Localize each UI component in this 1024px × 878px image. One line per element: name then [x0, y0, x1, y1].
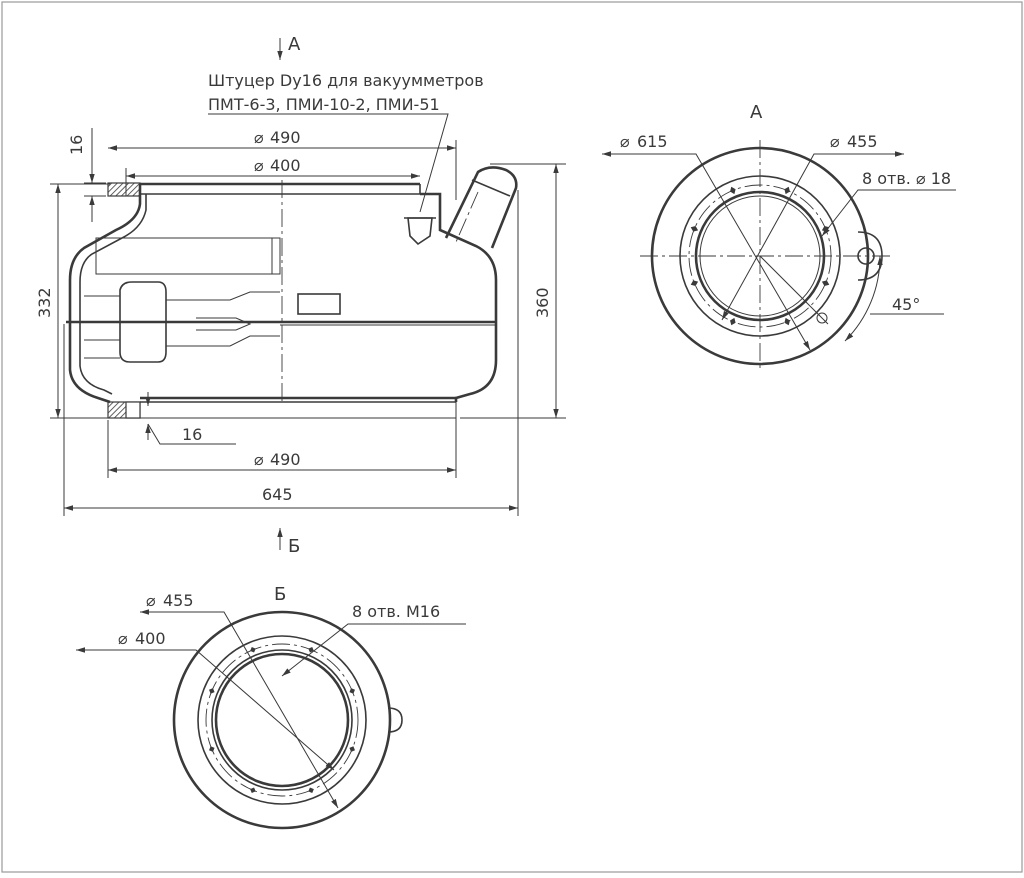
view-a-45-arc	[844, 255, 883, 342]
view-a-dim-615: 615	[637, 132, 668, 151]
dim-top-400-dia-sign: ⌀	[254, 156, 264, 175]
dim-overall-645: 645	[262, 485, 293, 504]
dim-top-490: 490	[270, 128, 301, 147]
view-b-hole	[209, 688, 215, 694]
nozzle-flange	[471, 179, 511, 197]
dim-top-16: 16	[67, 135, 86, 155]
view-b-dim-455: 455	[163, 591, 194, 610]
view-b-lug	[387, 707, 403, 733]
view-a-dim-455: 455	[847, 132, 878, 151]
view-a-title: А	[750, 102, 763, 123]
view-b-title: Б	[274, 584, 286, 605]
view-b-bolt-holes	[209, 647, 355, 793]
dim-right-360: 360	[533, 287, 552, 318]
view-b-holes-note: 8 отв. М16	[352, 602, 440, 621]
dim-left-332: 332	[35, 287, 54, 318]
view-a-angle-label: 45°	[892, 295, 920, 314]
view-b-ring-inner	[211, 649, 353, 791]
top-flange-section	[107, 182, 141, 197]
view-b-dim-400-dia-sign: ⌀	[118, 629, 128, 648]
view-a-hole	[821, 280, 830, 286]
view-b-dim-400-leader	[76, 647, 335, 771]
view-b-arrow-letter: Б	[288, 536, 300, 557]
view-b-hole	[308, 787, 314, 793]
view-b-bore	[214, 652, 350, 788]
internal-shaft-bottom	[166, 335, 280, 347]
view-b-holes-leader	[281, 623, 466, 677]
shell-left-inner	[79, 194, 147, 395]
angled-nozzle	[444, 166, 518, 249]
view-a-hole	[690, 226, 699, 232]
side-view: А Б Штуцер Dy16 для вакуумметров ПМТ-6-3…	[35, 34, 566, 557]
view-a-dim-455-leader	[721, 151, 904, 321]
dim-bottom-490: 490	[270, 450, 301, 469]
view-a-dim-615-dia-sign: ⌀	[620, 132, 630, 151]
bottom-flange-bolt	[125, 401, 141, 419]
view-b-bolt-circle	[205, 643, 359, 797]
view-a-dim-615-leader	[602, 151, 811, 351]
view-b-ring-outer	[197, 635, 367, 805]
view-a-45-hole	[816, 312, 828, 324]
nameplate	[297, 293, 341, 315]
view-b-hole	[349, 746, 355, 752]
view-b-hole	[250, 647, 256, 653]
view-a: А ⌀ 615 ⌀ 455 8 отв. ⌀ 18	[602, 102, 956, 372]
view-a-45-ray	[759, 255, 829, 325]
view-a-hole	[730, 186, 736, 195]
view-a-arrow-letter: А	[288, 34, 301, 55]
nozzle-axis	[455, 191, 479, 243]
view-b-hole	[349, 688, 355, 694]
view-a-hole	[690, 280, 699, 286]
fitting-note-line1: Штуцер Dy16 для вакуумметров	[208, 71, 484, 90]
view-b-hole	[209, 746, 215, 752]
fitting-leader	[208, 113, 449, 213]
dim-bottom-16: 16	[182, 425, 202, 444]
internal-coupling	[196, 317, 252, 331]
dim-bottom-490-dia-sign: ⌀	[254, 450, 264, 469]
view-a-hole	[730, 317, 736, 326]
shell-left-outer	[68, 184, 142, 404]
view-a-dim-455-dia-sign: ⌀	[830, 132, 840, 151]
view-b-hole	[250, 787, 256, 793]
internal-shaft-top	[166, 291, 280, 301]
dim-bottom-16-leader	[147, 423, 236, 445]
fitting-note-line2: ПМТ-6-3, ПМИ-10-2, ПМИ-51	[208, 95, 440, 114]
view-b-dim-455-dia-sign: ⌀	[146, 591, 156, 610]
dim-top-400: 400	[270, 156, 301, 175]
view-a-hole	[784, 317, 790, 326]
body-right-contour	[420, 192, 498, 402]
internal-pump-body	[119, 281, 167, 363]
view-b: Б ⌀ 455 ⌀ 400 8 отв. М16	[76, 584, 466, 830]
view-a-holes-note: 8 отв. ⌀ 18	[862, 169, 951, 188]
dim-top-490-dia-sign: ⌀	[254, 128, 264, 147]
view-b-dim-400: 400	[135, 629, 166, 648]
vacuum-gauge-fitting	[407, 217, 433, 246]
view-a-holes-leader	[821, 189, 956, 237]
internal-upper-block	[95, 237, 281, 275]
view-b-dim-455-leader	[140, 609, 339, 809]
view-a-hole	[784, 186, 790, 195]
